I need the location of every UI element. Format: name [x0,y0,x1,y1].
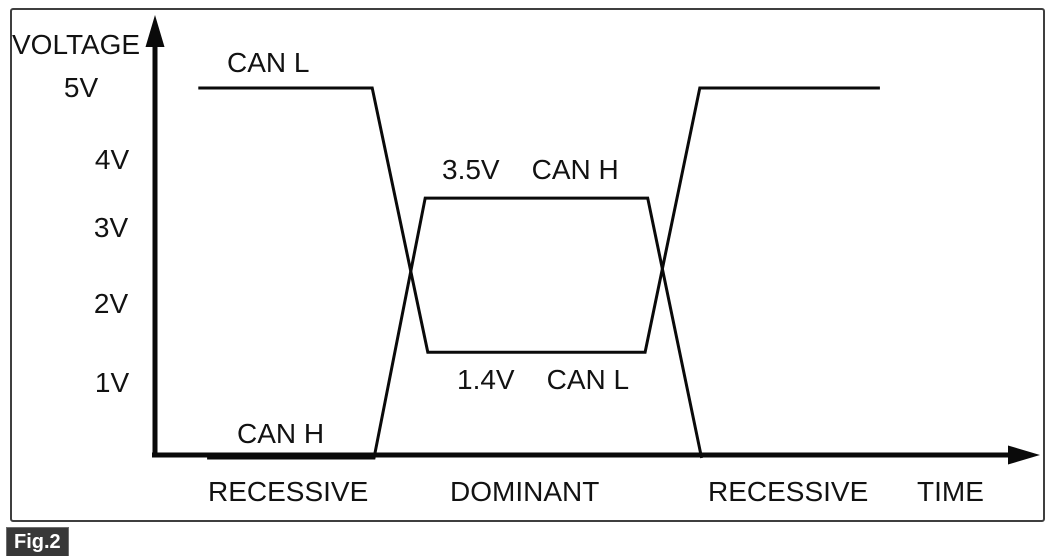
signal-can-h [207,196,704,460]
dominant-high-label: 3.5V CAN H [442,156,619,184]
x-axis-title: TIME [917,476,984,507]
y-axis-title: VOLTAGE [12,29,141,60]
signal-lines [198,86,880,460]
signal-can-l [198,86,880,354]
figure-tag: Fig.2 [6,527,69,556]
y-tick-label: 4V [94,144,130,175]
y-tick-label: 2V [93,288,129,319]
figure-frame [10,8,1045,522]
x-axis-arrow-icon [1008,445,1040,465]
y-tick-label: 5V [63,72,99,103]
y-tick-label: 3V [93,212,129,243]
can-h-dominant-voltage: 3.5V [442,154,500,185]
can-l-recessive-label: CAN L [227,47,310,78]
dominant-low-label: 1.4V CAN L [457,366,629,394]
state-label-recessive-left: RECESSIVE [208,476,369,507]
can-l-dominant-voltage: 1.4V [457,364,515,395]
can-l-dominant-name: CAN L [546,364,630,395]
state-label-dominant: DOMINANT [450,476,600,507]
x-axis [152,445,1040,465]
y-axis [145,15,165,457]
state-label-recessive-right: RECESSIVE [708,476,869,507]
y-tick-label: 1V [94,367,130,398]
can-h-dominant-name: CAN H [531,154,619,185]
y-axis-arrow-icon [145,15,165,47]
can-h-recessive-label: CAN H [237,418,325,449]
